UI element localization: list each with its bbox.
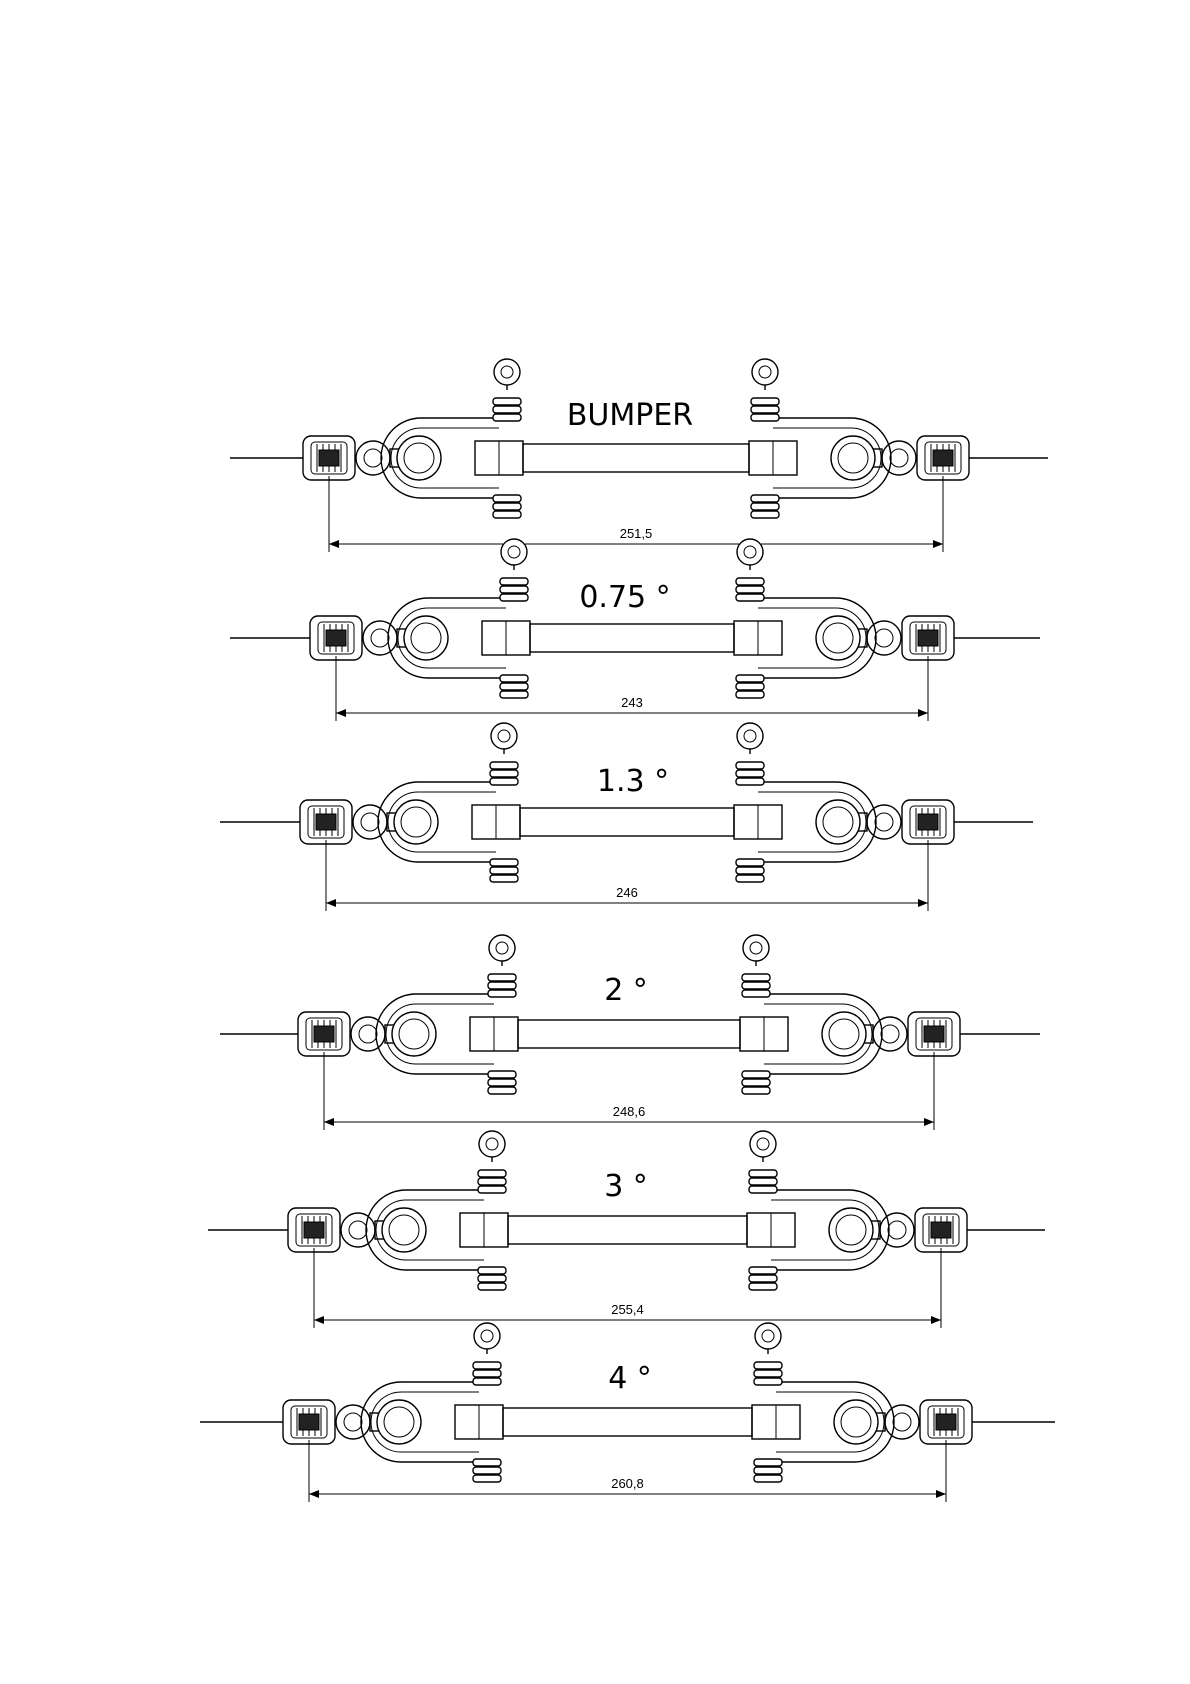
dimension-value: 246 bbox=[616, 885, 638, 900]
left-shackle bbox=[378, 723, 520, 882]
center-bar bbox=[520, 808, 734, 836]
left-shackle bbox=[381, 359, 523, 518]
dimension: 260,8 bbox=[309, 1440, 946, 1502]
dimension: 243 bbox=[336, 656, 928, 721]
right-shackle bbox=[747, 1131, 889, 1290]
left-shackle bbox=[388, 539, 530, 698]
center-bar bbox=[523, 444, 749, 472]
right-shackle bbox=[734, 539, 876, 698]
arrow-right bbox=[931, 1316, 941, 1324]
assembly-6: 4 ° 260,8 bbox=[200, 1323, 1055, 1502]
arrow-right bbox=[918, 709, 928, 717]
arrow-right bbox=[933, 540, 943, 548]
arrow-right bbox=[936, 1490, 946, 1498]
arrow-left bbox=[329, 540, 339, 548]
arrow-right bbox=[918, 899, 928, 907]
assembly-2: 0.75 ° 243 bbox=[230, 539, 1040, 721]
assembly-4: 2 ° 248,6 bbox=[220, 935, 1040, 1130]
assembly-1: BUMPER 251,5 bbox=[230, 359, 1048, 552]
left-shackle bbox=[376, 935, 518, 1094]
arrow-left bbox=[314, 1316, 324, 1324]
dimension-value: 243 bbox=[621, 695, 643, 710]
dimension-value: 248,6 bbox=[613, 1104, 646, 1119]
dimension-value: 260,8 bbox=[611, 1476, 644, 1491]
assembly-label: BUMPER bbox=[567, 398, 693, 433]
left-shackle bbox=[361, 1323, 503, 1482]
right-shackle bbox=[749, 359, 891, 518]
right-shackle bbox=[734, 723, 876, 882]
assembly-label: 4 ° bbox=[608, 1361, 652, 1396]
arrow-left bbox=[336, 709, 346, 717]
dimension: 246 bbox=[326, 840, 928, 911]
arrow-left bbox=[326, 899, 336, 907]
center-bar bbox=[508, 1216, 747, 1244]
center-bar bbox=[530, 624, 734, 652]
right-shackle bbox=[740, 935, 882, 1094]
assembly-label: 2 ° bbox=[604, 973, 648, 1008]
arrow-left bbox=[324, 1118, 334, 1126]
assembly-label: 0.75 ° bbox=[579, 580, 670, 615]
assembly-list: BUMPER 251,5 0.75 ° 243 1.3 ° 246 2 ° 248,6 3 ° 2… bbox=[200, 359, 1055, 1502]
assembly-label: 3 ° bbox=[604, 1169, 648, 1204]
arrow-right bbox=[924, 1118, 934, 1126]
center-bar bbox=[503, 1408, 752, 1436]
dimension-value: 251,5 bbox=[620, 526, 653, 541]
assembly-3: 1.3 ° 246 bbox=[220, 723, 1033, 911]
right-shackle bbox=[752, 1323, 894, 1482]
assembly-5: 3 ° 255,4 bbox=[208, 1131, 1045, 1328]
center-bar bbox=[518, 1020, 740, 1048]
assembly-label: 1.3 ° bbox=[597, 764, 669, 799]
arrow-left bbox=[309, 1490, 319, 1498]
left-shackle bbox=[366, 1131, 508, 1290]
dimension-value: 255,4 bbox=[611, 1302, 644, 1317]
dimension: 251,5 bbox=[329, 476, 943, 552]
